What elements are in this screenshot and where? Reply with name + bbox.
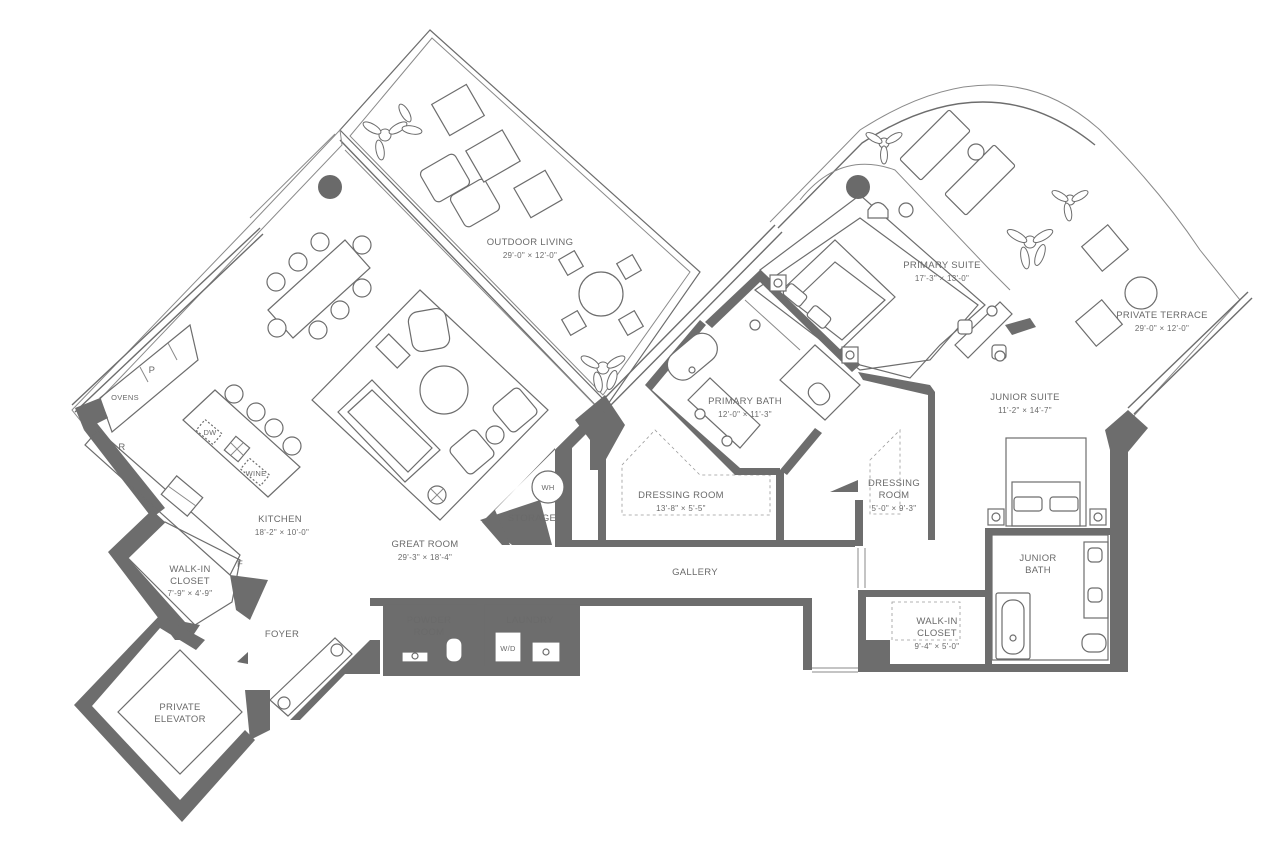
- pantry-label: P: [149, 365, 156, 376]
- elevator-label2: ELEVATOR: [154, 714, 206, 725]
- outdoor-living-label: OUTDOOR LIVING: [487, 237, 574, 248]
- junior-suite-dims: 11'-2" × 14'-7": [998, 406, 1052, 415]
- private-terrace-label: PRIVATE TERRACE: [1116, 310, 1208, 321]
- primary-suite-dims: 17'-3" × 13'-0": [915, 274, 969, 283]
- primary-bath-label: PRIMARY BATH: [708, 396, 782, 407]
- service-rooms: POWDER ROOM LAUNDRY W/D GALLERY: [370, 500, 863, 676]
- junior-bath-label1: JUNIOR: [1019, 553, 1056, 564]
- elevator-label1: PRIVATE: [159, 702, 200, 713]
- coffee-table: [419, 365, 469, 415]
- refrigerator-label: R: [118, 442, 125, 453]
- column-icon: [318, 175, 342, 199]
- entry-arrow-icon: [237, 652, 248, 664]
- junior-bath-label2: BATH: [1025, 565, 1051, 576]
- washer-dryer-label: W/D: [500, 644, 516, 653]
- powder-room-label2: ROOM: [414, 627, 445, 638]
- walk-in-closet-1-label1: WALK-IN: [169, 564, 210, 575]
- wine-label: WINE: [246, 469, 267, 478]
- bathtub-icon: [666, 332, 718, 381]
- great-room-label: GREAT ROOM: [391, 539, 458, 550]
- primary-suite: PRIMARY SUITE 17'-3" × 13'-0": [753, 84, 1253, 421]
- primary-suite-label: PRIMARY SUITE: [903, 260, 980, 271]
- gallery-label: GALLERY: [672, 567, 718, 578]
- private-terrace-dims: 29'-0" × 12'-0": [1135, 324, 1189, 333]
- dressing-room-1-label: DRESSING ROOM: [638, 490, 724, 501]
- dressing-room-2-label2: ROOM: [879, 490, 910, 501]
- storage-label: STORAGE: [508, 513, 556, 524]
- ovens-label: OVENS: [111, 393, 139, 402]
- kitchen-great-room: OVENS P R F DW WINE: [71, 128, 549, 576]
- outdoor-living-deck: OUTDOOR LIVING 29'-0" × 12'-0": [339, 29, 701, 411]
- junior-suite-label: JUNIOR SUITE: [990, 392, 1060, 403]
- water-heater-label: WH: [541, 483, 554, 492]
- walk-in-closet-2-label1: WALK-IN: [916, 616, 957, 627]
- kitchen-dims: 18'-2" × 10'-0": [255, 528, 309, 537]
- dishwasher-label: DW: [203, 428, 217, 437]
- foyer-label: FOYER: [265, 629, 299, 640]
- junior-wing: JUNIOR SUITE 11'-2" × 14'-7" DRESSING RO…: [830, 318, 1148, 672]
- dressing-room-2-dims: 5'-0" × 9'-3": [872, 504, 917, 513]
- freezer-label: F: [237, 559, 243, 570]
- walk-in-closet-1-dims: 7'-9" × 4'-9": [168, 589, 213, 598]
- walk-in-closet-2-dims: 9'-4" × 5'-0": [915, 642, 960, 651]
- laundry-label: LAUNDRY: [506, 615, 554, 626]
- walk-in-closet-1-label2: CLOSET: [170, 576, 210, 587]
- primary-wing: WH STORAGE DRESSING ROOM 13'-8" × 5'-5" …: [482, 224, 861, 546]
- dressing-room-2-label1: DRESSING: [868, 478, 920, 489]
- primary-bath-dims: 12'-0" × 11'-3": [718, 410, 772, 419]
- walk-in-closet-2-label2: CLOSET: [917, 628, 957, 639]
- entry-area: WALK-IN CLOSET 7'-9" × 4'-9" PRIVATE ELE…: [74, 510, 380, 822]
- dressing-room-1-dims: 13'-8" × 5'-5": [656, 504, 706, 513]
- great-room-dims: 29'-3" × 18'-4": [398, 553, 452, 562]
- outdoor-living-dims: 29'-0" × 12'-0": [503, 251, 557, 260]
- kitchen-label: KITCHEN: [258, 514, 302, 525]
- powder-room-label1: POWDER: [407, 615, 452, 626]
